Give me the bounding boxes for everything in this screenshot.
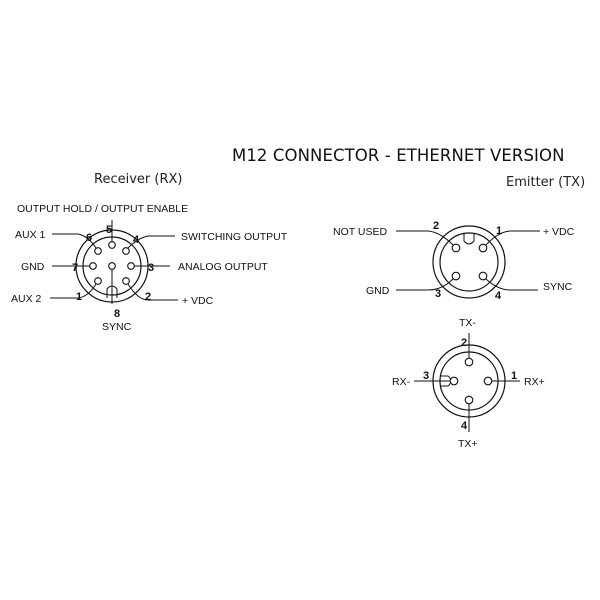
emitter-pin-3	[451, 271, 461, 281]
receiver-lead-4	[127, 235, 175, 249]
emitter-pin-3-number: 3	[435, 288, 441, 300]
receiver-pin-6	[94, 247, 102, 255]
ethernet-connector: 2 1 3 4 TX- RX+ RX- TX+	[392, 317, 545, 450]
emitter-pin-2	[451, 243, 461, 253]
emitter-key	[463, 233, 475, 245]
emitter-pin-4-label: SYNC	[543, 281, 573, 293]
receiver-pin-4-label: SWITCHING OUTPUT	[181, 231, 288, 243]
emitter-pin-1	[478, 243, 488, 253]
receiver-pin-8-label: SYNC	[102, 321, 132, 333]
emitter-lead-3	[396, 278, 454, 291]
emitter-connector: 2 1 3 4 NOT USED + VDC GND SYNC	[333, 220, 575, 302]
receiver-pin-2-label: + VDC	[182, 295, 214, 307]
receiver-pin-2	[122, 277, 130, 285]
receiver-pin-1-number: 1	[76, 291, 82, 303]
receiver-lead-2	[127, 283, 178, 301]
diagram-title: M12 CONNECTOR - ETHERNET VERSION	[232, 146, 565, 165]
receiver-pin-8	[108, 262, 116, 270]
receiver-pin-1	[94, 277, 102, 285]
ethernet-pin-1-label: RX+	[524, 376, 545, 388]
ethernet-pin-4	[464, 395, 474, 405]
ethernet-pin-2-label: TX-	[459, 317, 476, 329]
receiver-pin-4	[122, 247, 130, 255]
emitter-pin-2-label: NOT USED	[333, 226, 387, 238]
receiver-pin-3	[127, 262, 135, 270]
ethernet-pin-1-number: 1	[511, 370, 517, 382]
receiver-pin-3-label: ANALOG OUTPUT	[178, 261, 268, 273]
receiver-connector: 5 4 3 2 1 7 6 8 OUTPUT HOLD / OUTPUT ENA…	[11, 203, 288, 333]
receiver-pin-8-number: 8	[114, 308, 120, 320]
emitter-lead-2	[396, 230, 454, 246]
receiver-pin-4-number: 4	[133, 234, 140, 246]
emitter-pin-1-number: 1	[496, 225, 502, 237]
ethernet-pin-2-number: 2	[461, 337, 467, 349]
emitter-heading: Emitter (TX)	[506, 175, 586, 190]
ethernet-pin-3-label: RX-	[392, 376, 411, 388]
ethernet-pin-4-label: TX+	[458, 438, 478, 450]
emitter-outer-ring	[432, 225, 506, 299]
emitter-inner-ring	[439, 232, 499, 292]
emitter-lead-1	[485, 230, 540, 246]
receiver-pin-7-label: GND	[21, 261, 45, 273]
ethernet-pin-2	[464, 357, 474, 367]
ethernet-pin-4-number: 4	[461, 420, 468, 432]
receiver-pin-6-number: 6	[86, 232, 92, 244]
ethernet-pin-1	[483, 376, 493, 386]
receiver-pin-2-number: 2	[145, 291, 151, 303]
emitter-lead-4	[485, 278, 538, 291]
emitter-pin-4-number: 4	[495, 290, 502, 302]
receiver-pin-5-number: 5	[106, 224, 112, 236]
emitter-pin-2-number: 2	[433, 220, 439, 232]
receiver-pin-5	[108, 241, 116, 249]
receiver-pin-1-label: AUX 2	[11, 293, 42, 305]
receiver-heading: Receiver (RX)	[94, 172, 183, 187]
emitter-pin-3-label: GND	[366, 285, 390, 297]
receiver-pin-6-label: AUX 1	[15, 229, 46, 241]
receiver-pin-3-number: 3	[148, 262, 154, 274]
receiver-pin-5-label: OUTPUT HOLD / OUTPUT ENABLE	[17, 203, 188, 215]
emitter-pin-4	[478, 271, 488, 281]
ethernet-pin-3	[449, 376, 459, 386]
receiver-pin-7	[89, 262, 97, 270]
receiver-pin-7-number: 7	[72, 262, 78, 274]
ethernet-pin-3-number: 3	[423, 370, 429, 382]
receiver-lead-6	[52, 233, 97, 249]
emitter-pin-1-label: + VDC	[543, 226, 575, 238]
receiver-lead-1	[50, 283, 97, 299]
